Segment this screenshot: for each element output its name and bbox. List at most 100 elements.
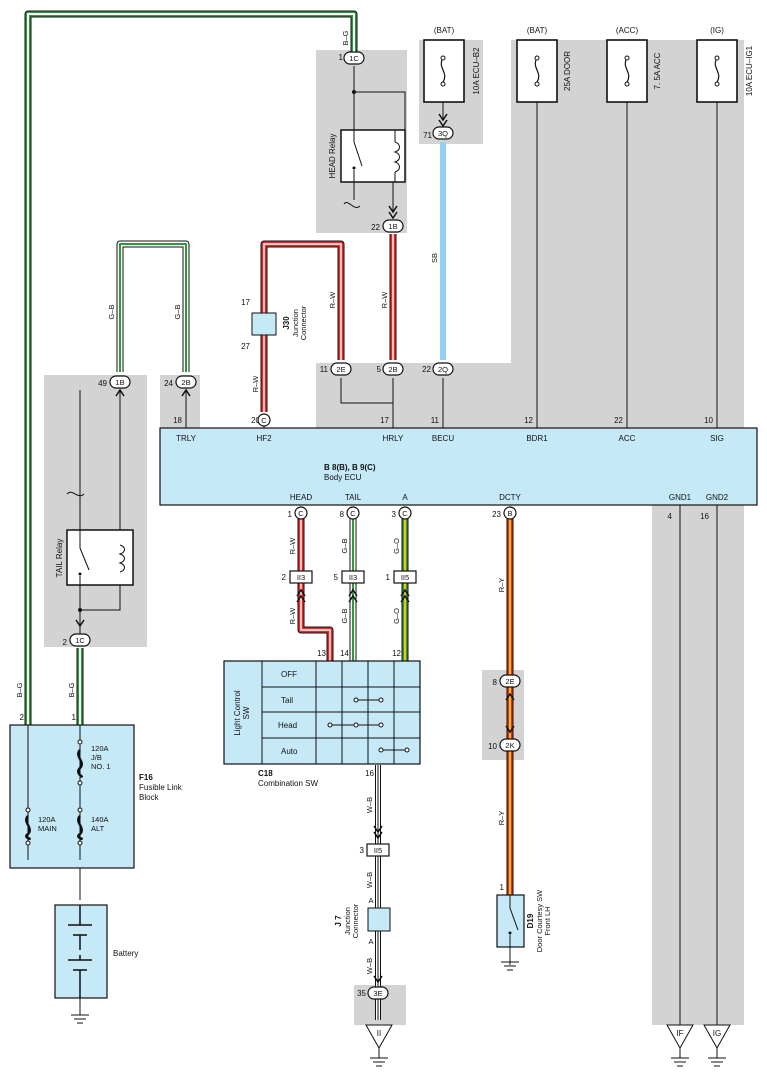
pin-label: 1 bbox=[72, 713, 77, 722]
connector-badge bbox=[175, 375, 197, 389]
battery-label: Battery bbox=[113, 949, 138, 958]
door-switch-id: D19 bbox=[526, 913, 535, 928]
fusible-link-id: F16 bbox=[139, 773, 153, 782]
ground-panel-right bbox=[697, 505, 744, 1025]
wire-code: G–B bbox=[340, 538, 349, 553]
ground-panel-left bbox=[652, 505, 697, 1025]
fuse-label: 25A DOOR bbox=[563, 51, 572, 91]
j30-name: Connector bbox=[299, 305, 308, 340]
fuse-source-label: (BAT) bbox=[434, 26, 455, 35]
pin-label: 2 bbox=[282, 573, 287, 582]
ecu-terminal-label: BDR1 bbox=[526, 434, 548, 443]
j7-name: Junction bbox=[343, 907, 352, 935]
connector-badge bbox=[366, 843, 390, 857]
fuse-label: 10A ECU–IG1 bbox=[745, 45, 754, 96]
connector-id: C bbox=[350, 509, 356, 518]
pin-label: 71 bbox=[423, 131, 432, 140]
pin-label: 3 bbox=[360, 846, 365, 855]
wire-code: G–O bbox=[392, 538, 401, 554]
pin-label: 5 bbox=[377, 365, 382, 374]
junction-j7: A A J 7 Junction Connector bbox=[334, 896, 391, 946]
fuse-source-label: (BAT) bbox=[527, 26, 548, 35]
connector-id: 1C bbox=[349, 54, 359, 63]
wire-code: R–W bbox=[251, 375, 260, 393]
pin-label: 11 bbox=[431, 416, 440, 425]
tail-relay-panel bbox=[44, 375, 147, 647]
wire-code: G–B bbox=[340, 608, 349, 623]
fuse-label: 10A ECU–B2 bbox=[472, 47, 481, 95]
switch-title: Light Control bbox=[233, 690, 242, 736]
pin-label: 20 bbox=[251, 416, 260, 425]
ground-ii: II bbox=[365, 1024, 393, 1067]
wire-code: R–Y bbox=[497, 811, 506, 826]
ecu-terminal-label: SIG bbox=[710, 434, 724, 443]
switch-position: Tail bbox=[281, 696, 293, 705]
switch-position: Head bbox=[278, 721, 297, 730]
svg-text:IF: IF bbox=[676, 1029, 683, 1038]
connector-badge bbox=[69, 633, 91, 647]
pin-label: 22 bbox=[371, 223, 380, 232]
wire-code: G–B bbox=[107, 304, 116, 319]
wire-code: R–W bbox=[328, 291, 337, 309]
ecu-terminal-label: GND1 bbox=[669, 493, 692, 502]
connector-id: B bbox=[507, 509, 512, 518]
door-switch-name: Door Courtesy SW bbox=[535, 889, 544, 952]
fuse-rating: 120A bbox=[91, 744, 109, 753]
connector-badge bbox=[382, 219, 404, 233]
fuse-label: 7. 5A ACC bbox=[653, 52, 662, 89]
connector-id: 3Q bbox=[438, 129, 448, 138]
connector-id: 3E bbox=[373, 989, 382, 998]
ecu-terminal-label: TAIL bbox=[345, 493, 362, 502]
pin-label: 8 bbox=[493, 678, 498, 687]
wire-code: W–B bbox=[365, 872, 374, 888]
fuse-ecu-b2: (BAT) 10A ECU–B2 bbox=[423, 26, 481, 120]
pin-label: 12 bbox=[524, 416, 533, 425]
wire-code: G–B bbox=[173, 304, 182, 319]
pin-label: 11 bbox=[320, 365, 329, 374]
connector-id: C bbox=[298, 509, 304, 518]
wire-and-pin-labels: B–G G–B G–B R–W R–W R–W SB B–G B–G R–W G… bbox=[15, 30, 506, 998]
connector-arrows bbox=[75, 113, 515, 984]
pin-label: 35 bbox=[357, 989, 366, 998]
pin-label: 1 bbox=[288, 510, 293, 519]
connector-id: 2Q bbox=[438, 365, 448, 374]
ground-if: IF bbox=[666, 1024, 694, 1067]
connector-badge bbox=[346, 506, 360, 520]
pin-label: 1 bbox=[500, 883, 505, 892]
fuse-source-label: (ACC) bbox=[616, 26, 639, 35]
wire-code: SB bbox=[430, 253, 439, 263]
pin-label: 14 bbox=[340, 649, 349, 658]
wire-code: G–O bbox=[392, 608, 401, 624]
pin-label: 5 bbox=[334, 573, 339, 582]
pin-label: 2 bbox=[63, 638, 68, 647]
connector-badge bbox=[382, 362, 404, 376]
connector-badge bbox=[343, 51, 365, 65]
connector-id: C bbox=[402, 509, 408, 518]
wire-r-w-head bbox=[297, 517, 334, 661]
connector-id: II5 bbox=[374, 846, 382, 855]
pin-label: 27 bbox=[241, 342, 250, 351]
body-ecu-name: Body ECU bbox=[324, 473, 362, 482]
svg-text:II: II bbox=[377, 1029, 381, 1038]
wire-code: W–B bbox=[365, 797, 374, 813]
connector-badge bbox=[398, 506, 412, 520]
svg-text:IG: IG bbox=[713, 1029, 721, 1038]
switch-position: OFF bbox=[281, 670, 297, 679]
connector-id: 2K bbox=[505, 741, 514, 750]
connector-id: 2E bbox=[505, 677, 514, 686]
ecu-terminal-label: BECU bbox=[432, 434, 454, 443]
fuse-acc: (ACC) 7. 5A ACC bbox=[606, 26, 662, 110]
pin-label: 10 bbox=[488, 742, 497, 751]
ground-ig: IG bbox=[703, 1024, 731, 1067]
pin-label: 4 bbox=[668, 512, 673, 521]
ecu-terminal-label: GND2 bbox=[706, 493, 729, 502]
pin-label: A bbox=[368, 896, 373, 905]
j30-name: Junction bbox=[291, 309, 300, 337]
wire-b-g-main bbox=[24, 10, 358, 725]
pin-label: 17 bbox=[241, 298, 250, 307]
switch-id: C18 bbox=[258, 769, 273, 778]
combination-switch: OFF Tail Head Auto Light Control SW C18 … bbox=[223, 660, 421, 788]
connector-id: II5 bbox=[401, 573, 409, 582]
